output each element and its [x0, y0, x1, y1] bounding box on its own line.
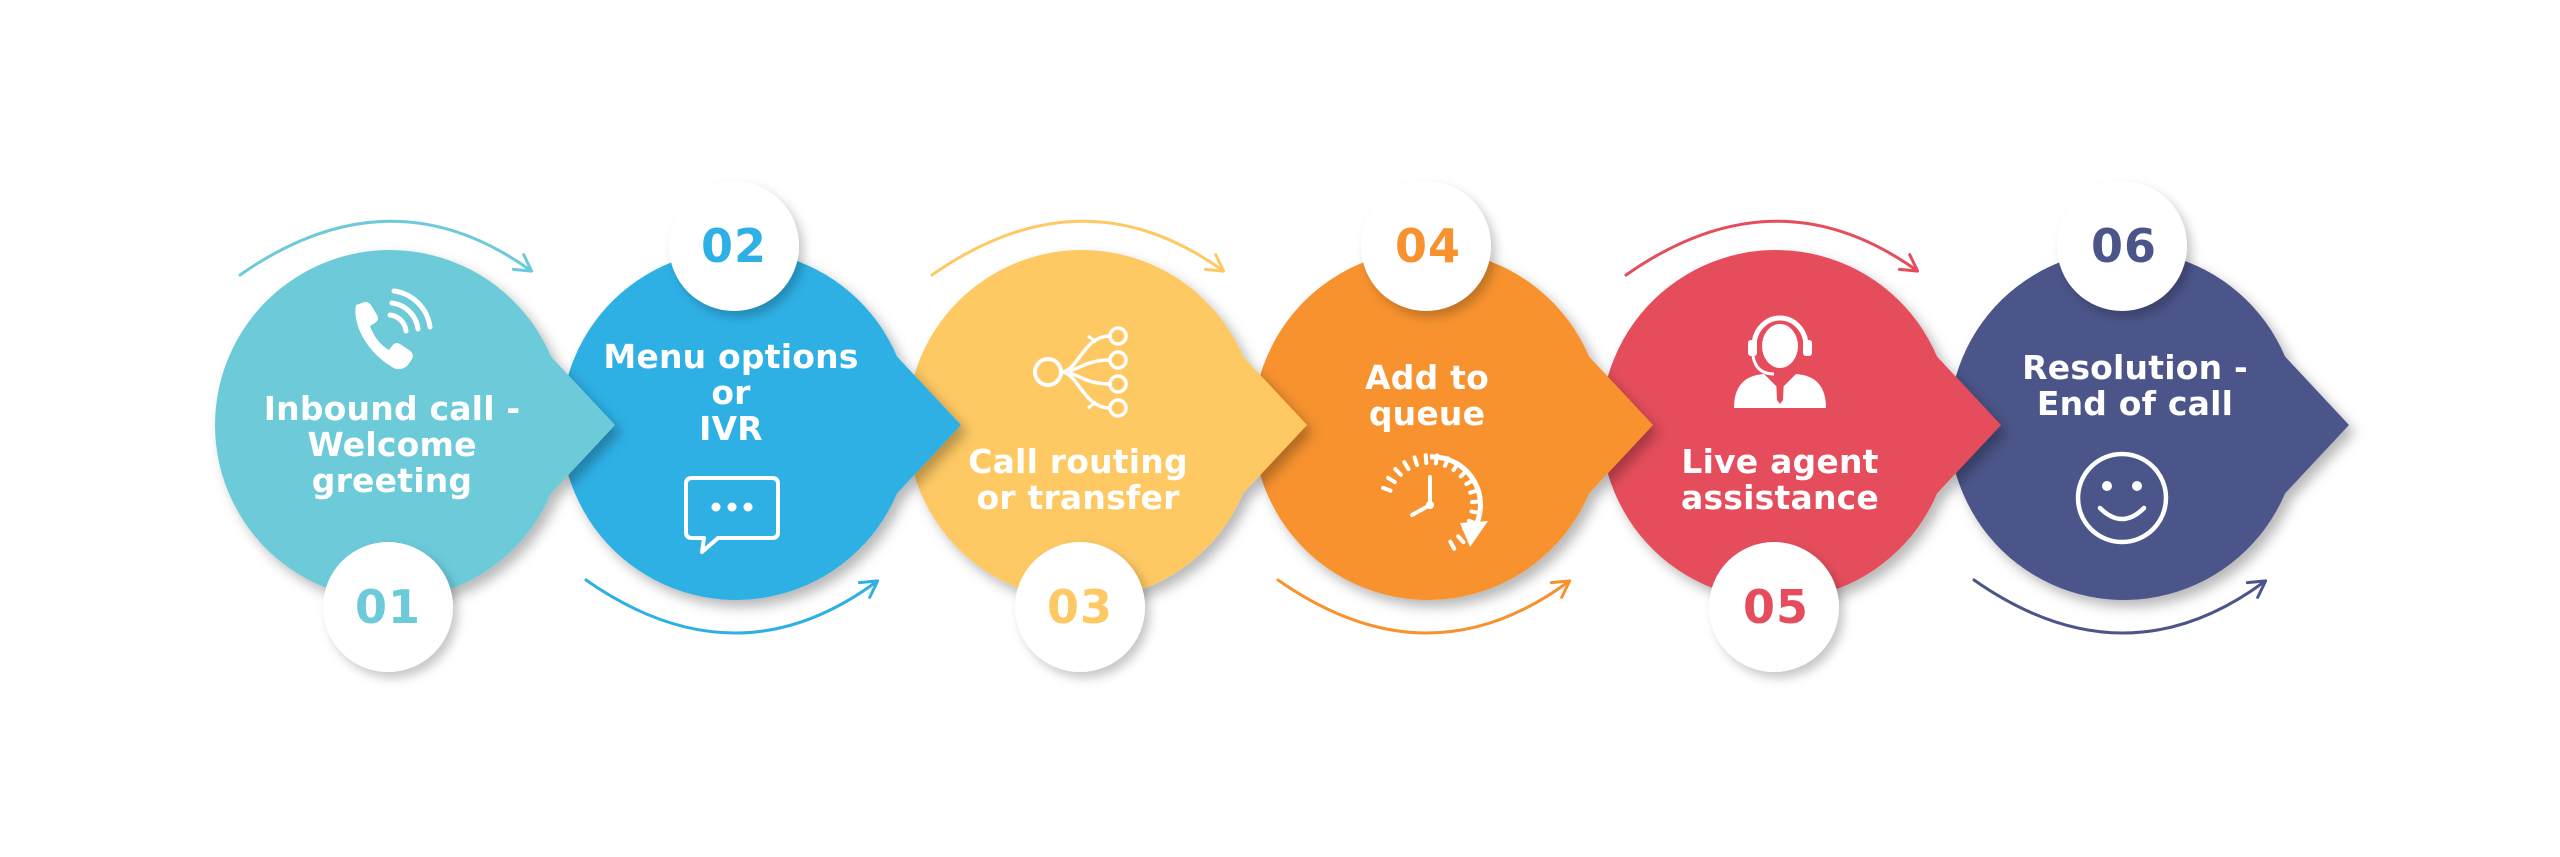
- step-4-label-line: Add to: [1365, 358, 1489, 397]
- step-2-label: Menu options or IVR: [566, 339, 896, 447]
- step-4-label-line: queue: [1368, 394, 1486, 433]
- step-2-flow-arrowhead: [857, 579, 880, 599]
- step-5-badge: [1709, 542, 1839, 672]
- step-3-badge: [1015, 542, 1145, 672]
- step-5-label-line: Live agent: [1681, 442, 1879, 481]
- step-4-circle: [1253, 249, 1653, 600]
- step-4-label: Add to queue: [1262, 360, 1592, 432]
- step-2-number: 02: [700, 219, 767, 273]
- step-1-label-line: Welcome: [307, 425, 477, 464]
- step-4-badge: [1361, 181, 1491, 311]
- step-2-circle: [561, 249, 961, 600]
- step-2-label-line: Menu options: [603, 337, 859, 376]
- step-2-label-line: IVR: [699, 409, 763, 448]
- step-2-badge: [669, 181, 799, 311]
- step-6-flow-arrow: [1972, 578, 2266, 635]
- step-4-number: 04: [1394, 219, 1461, 273]
- step-1-number: 01: [354, 580, 421, 634]
- step-3-circle: [907, 249, 1307, 600]
- step-1-label-line: greeting: [311, 461, 473, 500]
- step-5-number: 05: [1742, 580, 1809, 634]
- step-5-flow-arrowhead: [1897, 253, 1920, 273]
- step-5-flow-arrow: [1624, 219, 1918, 277]
- step-6-label-line: End of call: [2036, 384, 2234, 423]
- step-1-label: Inbound call - Welcome greeting: [227, 391, 557, 499]
- step-6-label-line: Resolution -: [2022, 348, 2248, 387]
- phone-icon: [355, 288, 433, 370]
- step-1-circle: [215, 249, 615, 600]
- routing-network-icon: [1033, 326, 1128, 418]
- step-2-flow-arrow: [584, 578, 878, 635]
- chat-bubble-icon: [684, 476, 780, 554]
- step-3-label: Call routing or transfer: [913, 444, 1243, 516]
- step-1-label-line: Inbound call -: [263, 389, 521, 428]
- step-4-flow-arrowhead: [1549, 579, 1572, 599]
- step-1-flow-arrow: [238, 219, 532, 277]
- step-3-flow-arrow: [930, 219, 1224, 277]
- step-2-label-line: or: [711, 373, 751, 412]
- step-3-label-line: Call routing: [968, 442, 1188, 481]
- step-1-flow-arrowhead: [511, 253, 534, 273]
- agent-headset-icon: [1734, 315, 1826, 408]
- step-6-flow-arrowhead: [2245, 579, 2268, 599]
- clock-icon: [1381, 453, 1488, 551]
- step-6-badge: [2057, 181, 2187, 311]
- step-3-number: 03: [1046, 580, 1113, 634]
- step-6-number: 06: [2090, 219, 2157, 273]
- smiley-icon: [2075, 451, 2169, 545]
- step-5-label-line: assistance: [1681, 478, 1879, 517]
- step-5-circle: [1601, 249, 2001, 600]
- step-6-circle: [1949, 249, 2349, 600]
- step-6-label: Resolution - End of call: [1970, 350, 2300, 422]
- step-5-label: Live agent assistance: [1615, 444, 1945, 516]
- step-3-label-line: or transfer: [976, 478, 1180, 517]
- step-4-flow-arrow: [1276, 578, 1570, 635]
- step-1-badge: [323, 542, 453, 672]
- step-3-flow-arrowhead: [1203, 253, 1226, 273]
